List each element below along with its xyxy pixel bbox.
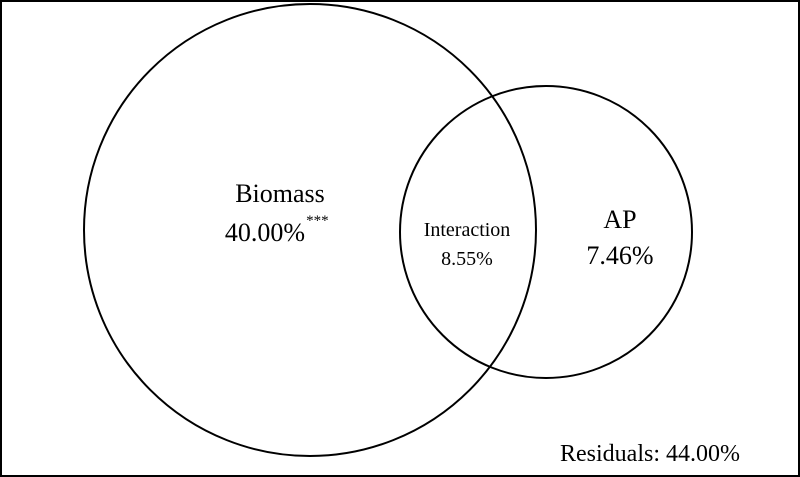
interaction-value: 8.55%: [441, 248, 493, 270]
biomass-label: Biomass: [235, 179, 325, 208]
biomass-significance: ***: [306, 213, 329, 229]
ap-label: AP: [603, 205, 636, 234]
biomass-circle: [83, 3, 537, 457]
interaction-label: Interaction: [424, 219, 511, 241]
ap-circle: [399, 85, 693, 379]
residuals-label: Residuals: 44.00%: [560, 441, 740, 467]
biomass-value: 40.00%: [225, 218, 305, 247]
ap-value: 7.46%: [586, 241, 653, 270]
